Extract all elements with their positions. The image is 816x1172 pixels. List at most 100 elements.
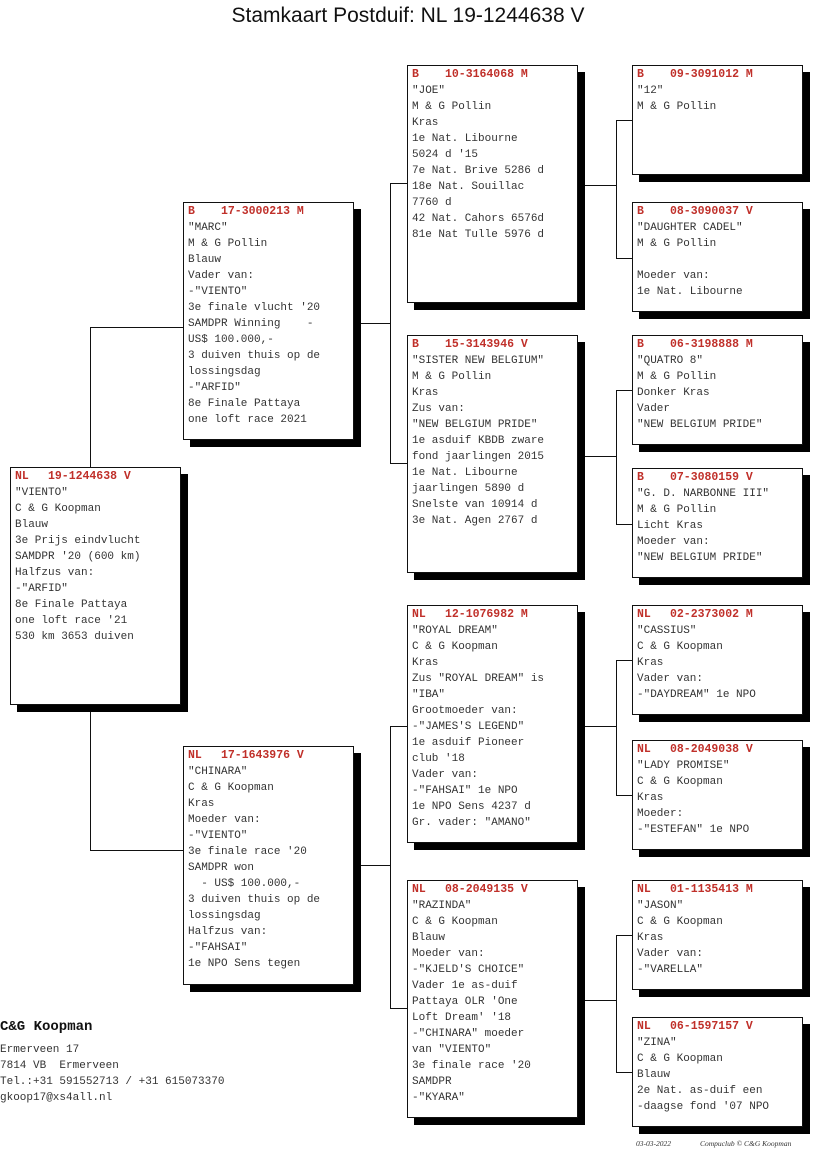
pigeon-info-line: Pattaya OLR 'One bbox=[412, 996, 518, 1008]
connector bbox=[616, 660, 632, 661]
ring: 07-3080159 bbox=[670, 471, 740, 484]
pigeon-info-line: "NEW BELGIUM PRIDE" bbox=[412, 419, 538, 431]
pigeon-info-line: M & G Pollin bbox=[412, 101, 492, 113]
pigeon-info-line: "LADY PROMISE" bbox=[637, 760, 730, 772]
connector bbox=[390, 183, 407, 184]
pigeon-info-line: Moeder van: bbox=[637, 536, 710, 548]
pigeon-info-line bbox=[637, 252, 802, 268]
pigeon-info-line: 18e Nat. Souillac bbox=[412, 181, 525, 193]
country-code: NL bbox=[412, 608, 426, 621]
sex: V bbox=[123, 470, 131, 483]
pigeon-info-line: -daagse fond '07 NPO bbox=[637, 1101, 770, 1113]
connector bbox=[616, 390, 632, 391]
connector bbox=[90, 705, 91, 851]
sex: M bbox=[520, 68, 528, 81]
ring: 19-1244638 bbox=[48, 470, 118, 483]
pigeon-info-line: "JASON" bbox=[637, 900, 684, 912]
pigeon-info-line: 7e Nat. Brive 5286 d bbox=[412, 165, 545, 177]
sex: V bbox=[745, 205, 753, 218]
pigeon-info-line: 7760 d bbox=[412, 197, 452, 209]
breeder-address: Ermerveen 17 7814 VB Ermerveen Tel.:+31 … bbox=[0, 1042, 224, 1106]
pigeon-info-line: Moeder van: bbox=[637, 270, 710, 282]
pigeon-info-line: M & G Pollin bbox=[637, 238, 717, 250]
phone: Tel.:+31 591552713 / +31 615073370 bbox=[0, 1076, 225, 1088]
pigeon-info-line: Moeder van: bbox=[412, 948, 485, 960]
pigeon-info-line: 1e Nat. Libourne bbox=[412, 467, 518, 479]
pigeon-info-line: C & G Koopman bbox=[15, 503, 101, 515]
connector bbox=[580, 456, 616, 457]
pigeon-info-line: M & G Pollin bbox=[412, 371, 492, 383]
pigeon-info-line: - US$ 100.000,- bbox=[188, 878, 301, 890]
pigeon-info-line: C & G Koopman bbox=[637, 641, 723, 653]
email: gkoop17@xs4all.nl bbox=[0, 1092, 113, 1104]
pigeon-info-line: -"KJELD'S CHOICE" bbox=[412, 964, 525, 976]
pigeon-info-line: Blauw bbox=[188, 254, 222, 266]
pigeon-info-line: 3e finale vlucht '20 bbox=[188, 302, 321, 314]
sex: V bbox=[745, 743, 753, 756]
pigeon-info-line: 1e NPO Sens 4237 d bbox=[412, 801, 531, 813]
pigeon-info-line: Kras bbox=[637, 792, 664, 804]
pigeon-info-line: van "VIENTO" bbox=[412, 1044, 492, 1056]
connector bbox=[616, 524, 632, 525]
sex: M bbox=[745, 883, 753, 896]
pigeon-info-line: "NEW BELGIUM PRIDE" bbox=[637, 552, 763, 564]
pigeon-info-line: "CASSIUS" bbox=[637, 625, 697, 637]
address-line: 7814 VB Ermerveen bbox=[0, 1060, 119, 1072]
connector bbox=[616, 1072, 632, 1073]
pigeon-info-line: C & G Koopman bbox=[412, 916, 498, 928]
country-code: NL bbox=[637, 743, 651, 756]
pigeon-info-line: -"ARFID" bbox=[188, 382, 241, 394]
pigeon-info-line: 1e Nat. Libourne bbox=[637, 286, 743, 298]
ring: 06-3198888 bbox=[670, 338, 740, 351]
pigeon-info-line: C & G Koopman bbox=[188, 782, 274, 794]
connector bbox=[616, 660, 617, 795]
ring: 17-1643976 bbox=[221, 749, 291, 762]
pigeon-info-line: one loft race '21 bbox=[15, 615, 128, 627]
pigeon-info-line: Grootmoeder van: bbox=[412, 705, 518, 717]
sex: M bbox=[520, 608, 528, 621]
pigeon-info-line: 1e asduif KBDB zware bbox=[412, 435, 545, 447]
pigeon-info-line: 81e Nat Tulle 5976 d bbox=[412, 229, 545, 241]
ring: 09-3091012 bbox=[670, 68, 740, 81]
pigeon-info-line: SAMDPR Winning - bbox=[188, 318, 314, 330]
pigeon-info-line: one loft race 2021 bbox=[188, 414, 307, 426]
pigeon-info-line: SAMDPR won bbox=[188, 862, 255, 874]
connector bbox=[390, 183, 391, 464]
pigeon-info-line: "JOE" bbox=[412, 85, 446, 97]
pigeon-info-line: Kras bbox=[188, 798, 215, 810]
pigeon-info-line: 530 km 3653 duiven bbox=[15, 631, 134, 643]
pigeon-info-line: 3e Prijs eindvlucht bbox=[15, 535, 141, 547]
pigeon-info-line: fond jaarlingen 2015 bbox=[412, 451, 545, 463]
sex: V bbox=[520, 883, 528, 896]
sex: V bbox=[745, 471, 753, 484]
pigeon-info-line: "SISTER NEW BELGIUM" bbox=[412, 355, 545, 367]
connector bbox=[616, 935, 632, 936]
connector bbox=[616, 390, 617, 524]
country-code: B bbox=[637, 338, 644, 351]
pigeon-info-line: Vader van: bbox=[188, 270, 255, 282]
pigeon-info-line: 3e finale race '20 bbox=[188, 846, 307, 858]
pigeon-info-line: 8e Finale Pattaya bbox=[188, 398, 301, 410]
pigeon-info-line: Donker Kras bbox=[637, 387, 710, 399]
pigeon-info-line: Kras bbox=[637, 657, 664, 669]
pigeon-info-line: Kras bbox=[412, 657, 439, 669]
country-code: B bbox=[637, 205, 644, 218]
connector bbox=[616, 935, 617, 1072]
pigeon-info-line: 5024 d '15 bbox=[412, 149, 479, 161]
pigeon-info-line: Blauw bbox=[15, 519, 49, 531]
pigeon-info-line: M & G Pollin bbox=[637, 101, 717, 113]
